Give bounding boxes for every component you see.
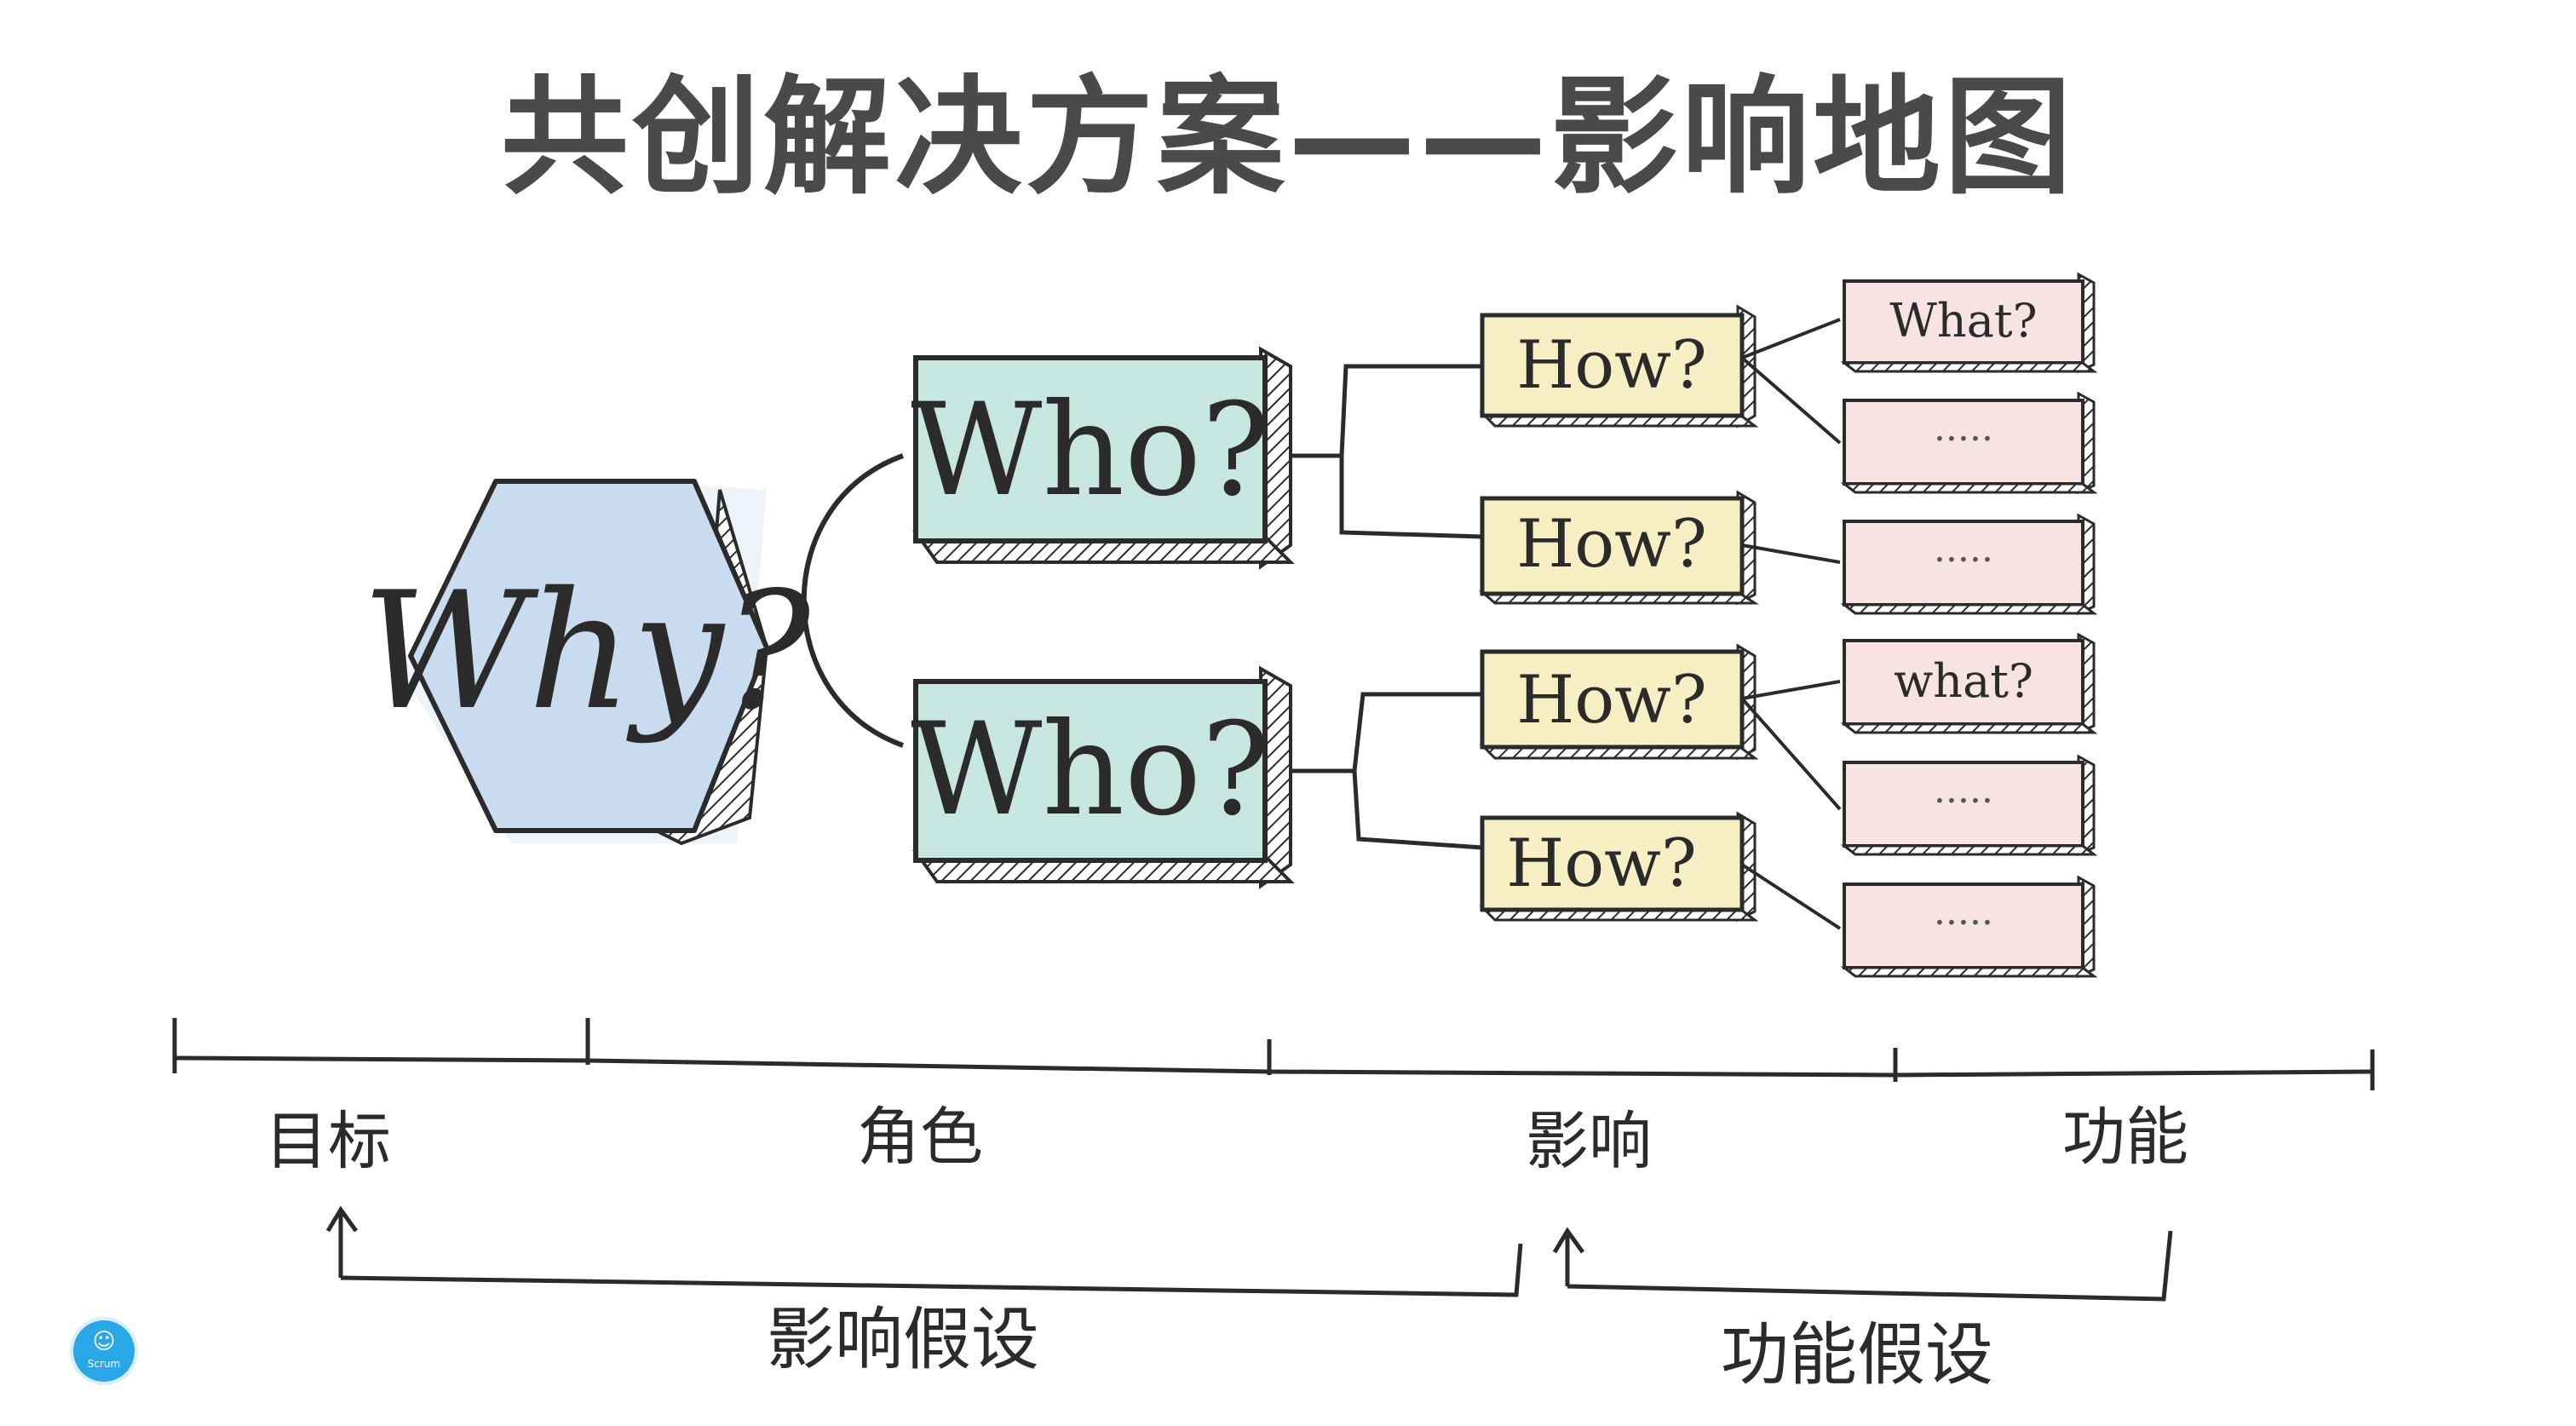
what-label: What?	[1889, 294, 2037, 348]
what-label: ·····	[1934, 417, 1993, 461]
who-how-connectors	[1291, 364, 1483, 850]
axis-label-actor: 角色	[857, 1101, 983, 1174]
why-node: Why?	[362, 479, 812, 846]
how-label: How?	[1516, 327, 1707, 404]
how-node-2: How?	[1478, 490, 1760, 606]
what-node-1: What?	[1840, 272, 2098, 374]
page-title: 共创解决方案——影响地图	[500, 64, 2075, 212]
who-node-1: Who?	[911, 346, 1295, 570]
who-label: Who?	[911, 696, 1270, 844]
who-node-2: Who?	[911, 665, 1295, 889]
why-label: Why?	[362, 557, 812, 745]
how-node-1: How?	[1479, 304, 1759, 428]
what-node-5: ·····	[1840, 754, 2098, 857]
what-label: ·····	[1934, 901, 1993, 945]
what-label: ·····	[1934, 779, 1993, 823]
hypothesis-arrows	[325, 1205, 2173, 1302]
impact-hypothesis-label: 影响假设	[767, 1300, 1039, 1379]
what-node-4: what?	[1840, 632, 2098, 735]
logo-text: Scrum	[87, 1358, 121, 1370]
who-label: Who?	[911, 377, 1270, 525]
what-label: what?	[1894, 654, 2033, 708]
axis-label-impact: 影响	[1526, 1105, 1652, 1178]
what-label: ·····	[1934, 538, 1993, 582]
scrum-logo-icon: ☺ Scrum	[73, 1320, 135, 1382]
what-node-6: ·····	[1840, 875, 2098, 979]
feature-hypothesis-label: 功能假设	[1721, 1315, 1993, 1394]
how-label: How?	[1506, 825, 1697, 902]
how-what-connectors	[1740, 318, 1842, 930]
how-label: How?	[1516, 662, 1707, 739]
what-node-3: ·····	[1840, 513, 2098, 616]
how-node-4: How?	[1479, 811, 1759, 923]
axis-label-goal: 目标	[265, 1105, 391, 1178]
how-node-3: How?	[1479, 643, 1759, 761]
timeline-axis	[172, 1018, 2375, 1090]
how-label: How?	[1516, 506, 1707, 583]
why-who-bracket	[801, 453, 905, 748]
what-node-2: ·····	[1840, 391, 2098, 495]
axis-label-feature: 功能	[2062, 1101, 2188, 1174]
